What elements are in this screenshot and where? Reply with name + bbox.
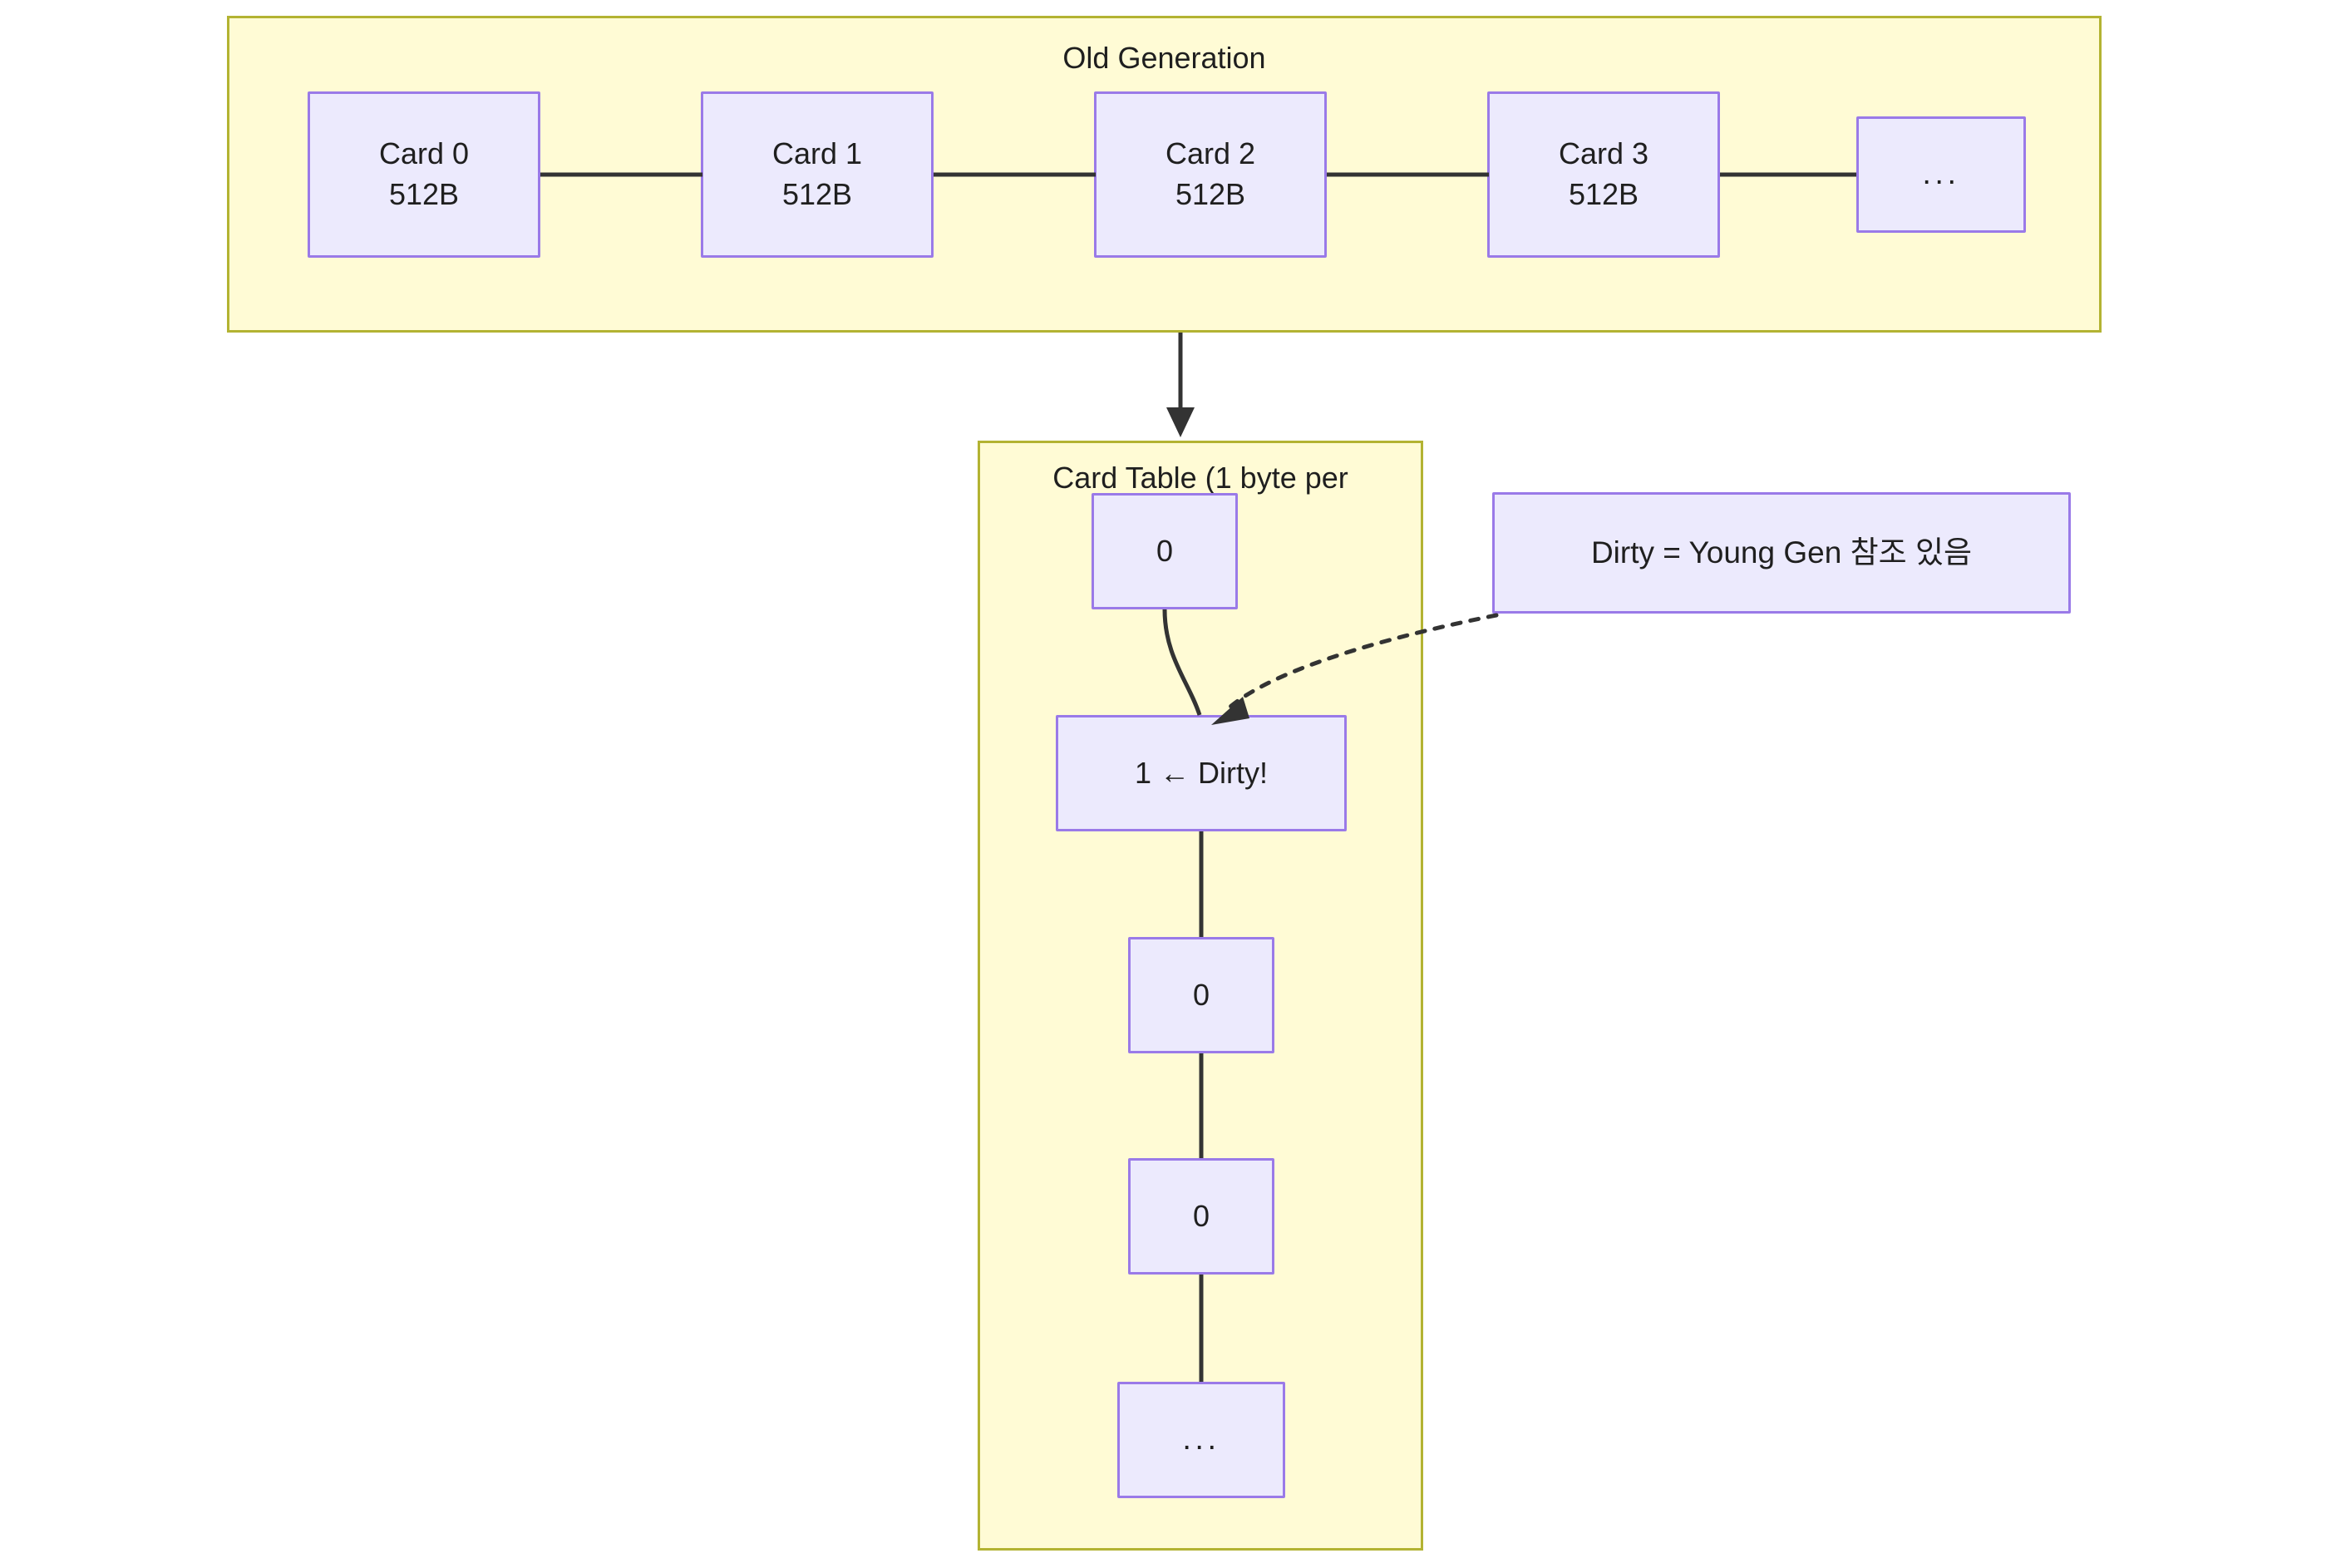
card-node-0-label: Card 0 bbox=[378, 136, 470, 171]
card-table-entry-dirty[interactable]: 1 ← Dirty! bbox=[1056, 715, 1347, 831]
card-table-entry-2-value: 0 bbox=[1192, 977, 1210, 1012]
old-generation-title: Old Generation bbox=[1062, 41, 1266, 75]
card-node-3-label: Card 3 bbox=[1558, 136, 1649, 171]
card-node-2-size: 512B bbox=[1175, 177, 1246, 211]
dirty-definition-note-text: Dirty = Young Gen 참조 있음 bbox=[1590, 535, 1973, 570]
arrowhead-oldgen-to-cardtable bbox=[1166, 407, 1195, 437]
card-table-entry-ellipsis[interactable]: ... bbox=[1117, 1382, 1285, 1498]
card-table-entry-2[interactable]: 0 bbox=[1128, 937, 1274, 1053]
card-node-ellipsis[interactable]: ... bbox=[1856, 116, 2026, 233]
card-node-3[interactable]: Card 3 512B bbox=[1487, 91, 1720, 258]
card-table-entry-ellipsis-value: ... bbox=[1182, 1422, 1220, 1457]
card-table-entry-3-value: 0 bbox=[1192, 1198, 1210, 1233]
card-table-entry-dirty-value: 1 ← Dirty! bbox=[1134, 755, 1268, 790]
card-node-0[interactable]: Card 0 512B bbox=[308, 91, 540, 258]
card-table-title: Card Table (1 byte per bbox=[1052, 461, 1348, 495]
card-node-ellipsis-label: ... bbox=[1922, 156, 1960, 192]
card-node-1-label: Card 1 bbox=[771, 136, 863, 171]
card-node-2-label: Card 2 bbox=[1165, 136, 1256, 171]
card-node-1-size: 512B bbox=[781, 177, 853, 211]
card-table-entry-0-value: 0 bbox=[1156, 533, 1174, 568]
card-table-entry-3[interactable]: 0 bbox=[1128, 1158, 1274, 1275]
card-node-1[interactable]: Card 1 512B bbox=[701, 91, 934, 258]
card-node-0-size: 512B bbox=[388, 177, 460, 211]
card-node-2[interactable]: Card 2 512B bbox=[1094, 91, 1327, 258]
card-node-3-size: 512B bbox=[1568, 177, 1639, 211]
card-table-entry-0[interactable]: 0 bbox=[1092, 493, 1238, 609]
dirty-definition-note[interactable]: Dirty = Young Gen 참조 있음 bbox=[1492, 492, 2071, 614]
